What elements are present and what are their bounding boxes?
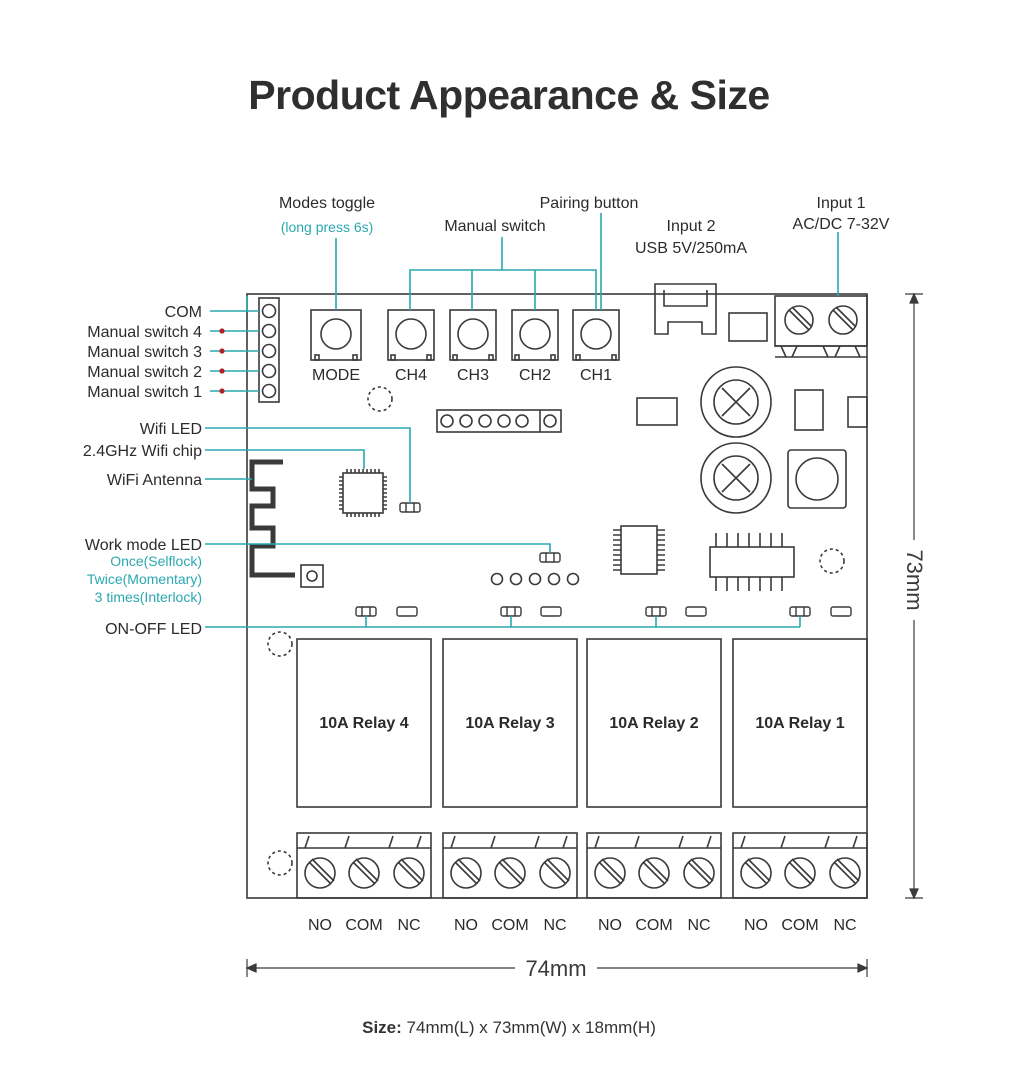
mode-button-label: MODE — [312, 367, 360, 384]
terminal-nc-label: NC — [543, 917, 566, 934]
modes-toggle-label: Modes toggle — [279, 195, 375, 212]
terminal-block-2 — [586, 832, 722, 899]
input1-spec: AC/DC 7-32V — [793, 216, 890, 233]
size-spec: Size: 74mm(L) x 73mm(W) x 18mm(H) — [0, 1018, 1018, 1038]
pairing-button-label: Pairing button — [540, 195, 639, 212]
terminal-block-4 — [296, 832, 432, 899]
terminal-block-3 — [442, 832, 578, 899]
manual-switch-4-label: Manual switch 4 — [87, 324, 202, 341]
input2-spec: USB 5V/250mA — [635, 240, 747, 257]
page-title: Product Appearance & Size — [248, 72, 770, 118]
dip-chip — [709, 533, 795, 591]
com-label: COM — [165, 304, 202, 321]
wifi-antenna-label: WiFi Antenna — [107, 472, 202, 489]
ch4-button-label: CH4 — [395, 367, 427, 384]
height-dimension: 73mm — [902, 549, 927, 610]
mode-once-label: Once(Selflock) — [110, 553, 202, 569]
terminal-com-label: COM — [781, 917, 818, 934]
mode-three-label: 3 times(Interlock) — [95, 589, 202, 605]
driver-chip — [613, 525, 665, 575]
input1-terminal — [774, 295, 868, 358]
manual-switch-2-label: Manual switch 2 — [87, 364, 202, 381]
dimension-lines — [245, 292, 923, 977]
wifi-led-label: Wifi LED — [140, 421, 202, 438]
terminal-no-label: NO — [744, 917, 768, 934]
modes-toggle-note: (long press 6s) — [281, 219, 374, 235]
terminal-nc-label: NC — [397, 917, 420, 934]
ch3-button — [449, 309, 497, 361]
usb-connector — [654, 283, 717, 335]
ch3-button-label: CH3 — [457, 367, 489, 384]
terminal-no-label: NO — [454, 917, 478, 934]
input1-title: Input 1 — [817, 195, 866, 212]
wifi-antenna — [249, 459, 295, 578]
ch2-button-label: CH2 — [519, 367, 551, 384]
switch-header — [258, 297, 280, 403]
terminal-nc-label: NC — [687, 917, 710, 934]
manual-switch-3-label: Manual switch 3 — [87, 344, 202, 361]
capacitor — [700, 366, 772, 438]
work-mode-led-label: Work mode LED — [85, 537, 202, 554]
relay-3 — [442, 638, 578, 808]
terminal-no-label: NO — [598, 917, 622, 934]
mode-twice-label: Twice(Momentary) — [87, 571, 202, 587]
manual-switch-label: Manual switch — [444, 218, 545, 235]
terminal-com-label: COM — [635, 917, 672, 934]
terminal-nc-label: NC — [833, 917, 856, 934]
terminal-com-label: COM — [345, 917, 382, 934]
callout-lines — [205, 213, 839, 628]
terminal-no-label: NO — [308, 917, 332, 934]
capacitor — [700, 442, 772, 514]
on-off-led-label: ON-OFF LED — [105, 621, 202, 638]
manual-switch-1-label: Manual switch 1 — [87, 384, 202, 401]
wifi-chip-label: 2.4GHz Wifi chip — [83, 443, 202, 460]
relay-3-label: 10A Relay 3 — [465, 715, 554, 732]
relay-1-label: 10A Relay 1 — [755, 715, 844, 732]
ch4-button — [387, 309, 435, 361]
relay-4 — [296, 638, 432, 808]
relay-1 — [732, 638, 868, 808]
ch1-button — [572, 309, 620, 361]
ch1-button-label: CH1 — [580, 367, 612, 384]
relay-4-label: 10A Relay 4 — [319, 715, 408, 732]
terminal-block-1 — [732, 832, 868, 899]
relay-2-label: 10A Relay 2 — [609, 715, 698, 732]
width-dimension: 74mm — [525, 956, 586, 981]
pin-header — [436, 409, 562, 433]
mode-button — [310, 309, 362, 361]
terminal-com-label: COM — [491, 917, 528, 934]
size-value: 74mm(L) x 73mm(W) x 18mm(H) — [401, 1018, 656, 1037]
input2-title: Input 2 — [667, 218, 716, 235]
size-label: Size: — [362, 1018, 402, 1037]
ch2-button — [511, 309, 559, 361]
relay-2 — [586, 638, 722, 808]
wifi-chip — [339, 469, 387, 517]
